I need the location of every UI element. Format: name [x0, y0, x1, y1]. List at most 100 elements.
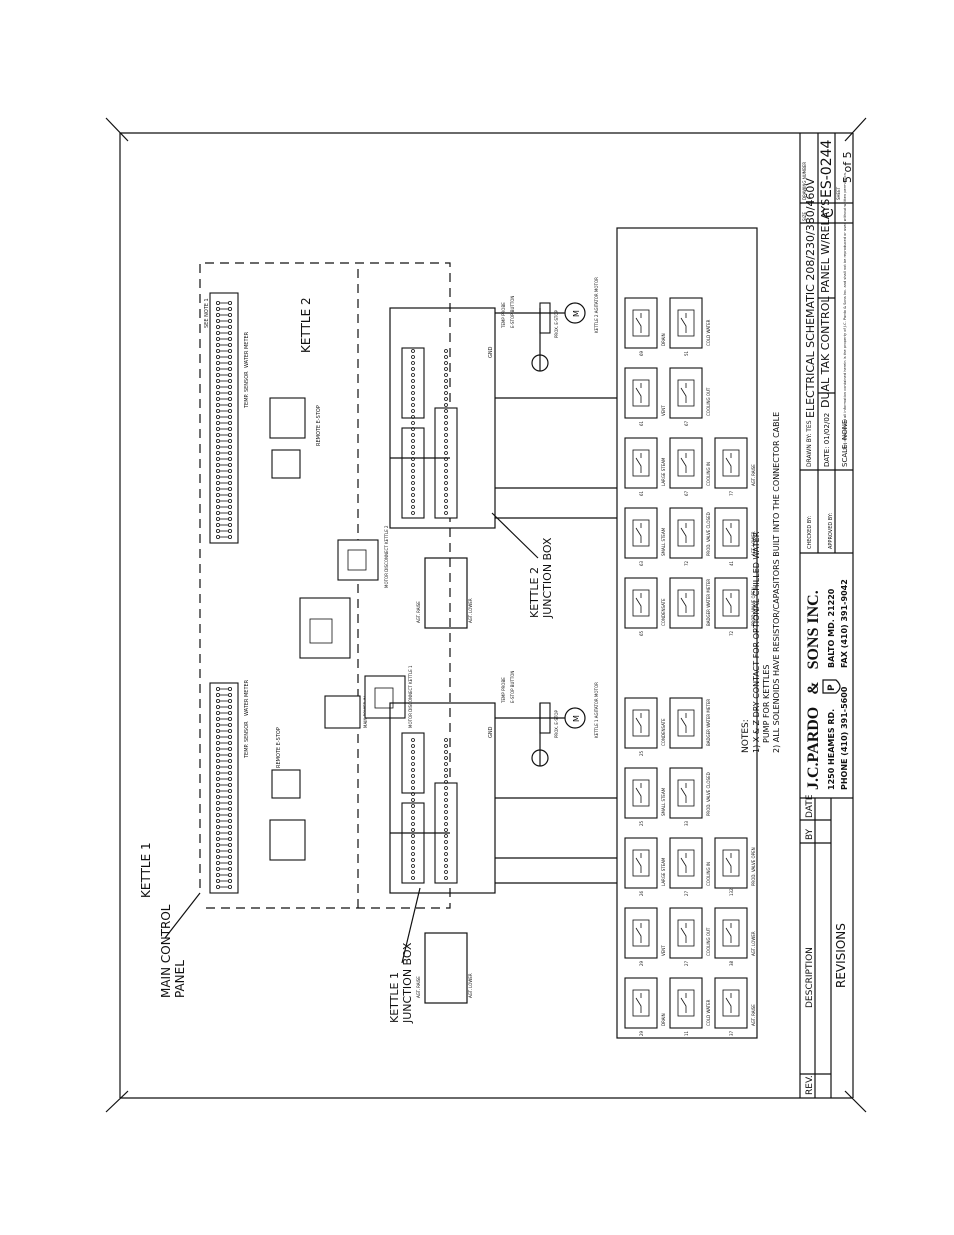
svg-text:AGT. LOWER: AGT. LOWER [468, 598, 473, 623]
terminal [228, 420, 233, 425]
terminal [228, 426, 233, 431]
kettle-1-junction-box: GND [389, 702, 496, 894]
terminal [411, 762, 415, 766]
relay-label: COLD WATER [706, 999, 711, 1026]
terminal [444, 439, 448, 443]
terminal [411, 852, 415, 856]
relay-label: CONDENSATE [661, 598, 666, 626]
terminal [228, 438, 233, 443]
terminal [411, 403, 415, 407]
motor-disconnect-k2: MOTOR DISCONNECT KETTLE 2 [337, 525, 389, 588]
terminal [411, 433, 415, 437]
terminal [444, 816, 448, 820]
terminal [216, 711, 221, 716]
terminal [228, 480, 233, 485]
terminal [216, 879, 221, 884]
relay-label: AGT. RAISE [751, 464, 756, 486]
terminal [216, 717, 221, 722]
terminal [411, 421, 415, 425]
terminal [228, 366, 233, 371]
svg-text:REMOTE E-STOP: REMOTE E-STOP [276, 727, 282, 768]
terminal [444, 391, 448, 395]
svg-text:MOTOR DISCONNECT KETTLE 2: MOTOR DISCONNECT KETTLE 2 [384, 525, 389, 588]
terminal [411, 798, 415, 802]
terminal [444, 828, 448, 832]
temp-sensor-label-k1: TEMP. SENSOR [244, 721, 250, 759]
agt-box-k2: AGT. RAISE AGT. LOWER [416, 557, 473, 629]
terminal [411, 738, 415, 742]
relay-label: DRAIN [661, 333, 666, 346]
terminal [228, 723, 233, 728]
relay-label: PROD. VALVE OPEN [751, 847, 756, 886]
terminal [411, 439, 415, 443]
terminal [228, 885, 233, 890]
kettle-2-devices: TEMP PROBE E-STOP BUTTON PROX. E-STOP M … [501, 277, 599, 372]
date-heading: DATE [805, 794, 815, 818]
relay-label: COOLING OUT [706, 927, 711, 956]
relay-label: DRAIN [661, 1013, 666, 1026]
svg-text:REMOTE E-STOP: REMOTE E-STOP [316, 405, 322, 446]
relay-label: COOLING IN [706, 862, 711, 886]
terminal [444, 355, 448, 359]
terminal [228, 711, 233, 716]
terminal [216, 372, 221, 377]
terminal [411, 876, 415, 880]
terminal [228, 753, 233, 758]
terminal [228, 522, 233, 527]
terminal [228, 693, 233, 698]
terminal [411, 397, 415, 401]
motor-disconnect-main [299, 597, 351, 659]
svg-text:TEMP PROBE: TEMP PROBE [501, 302, 506, 329]
terminal [216, 384, 221, 389]
terminal [216, 885, 221, 890]
terminal [411, 349, 415, 353]
terminal [411, 367, 415, 371]
terminal [216, 843, 221, 848]
terminal [444, 750, 448, 754]
checked-by: CHECKED BY: [807, 516, 813, 549]
relay-number: 69 [639, 350, 644, 356]
terminal [228, 873, 233, 878]
terminal [444, 852, 448, 856]
drawing-title-line-2: DUAL TAK CONTROL PANEL W/RELAYS [819, 199, 832, 408]
terminal [216, 462, 221, 467]
jbox-1-label-1: KETTLE 1 [388, 972, 401, 1023]
terminal [216, 867, 221, 872]
terminal [216, 693, 221, 698]
kettle-1-label: KETTLE 1 [139, 842, 153, 898]
terminal [444, 822, 448, 826]
terminal [411, 834, 415, 838]
terminal [444, 469, 448, 473]
description-heading: DESCRIPTION [805, 947, 815, 1008]
terminal [228, 843, 233, 848]
terminal [228, 807, 233, 812]
terminal [228, 414, 233, 419]
terminal [216, 699, 221, 704]
terminal [444, 810, 448, 814]
terminal [216, 510, 221, 515]
relay-number: 67 [684, 420, 689, 426]
terminal [444, 487, 448, 491]
terminal [444, 840, 448, 844]
terminal [216, 438, 221, 443]
terminal [444, 744, 448, 748]
terminal [444, 481, 448, 485]
terminal [216, 855, 221, 860]
terminal [444, 409, 448, 413]
terminal [228, 819, 233, 824]
terminal [228, 735, 233, 740]
terminal [444, 427, 448, 431]
terminal [228, 741, 233, 746]
terminal [216, 723, 221, 728]
svg-text:P: P [827, 684, 837, 691]
main-power-in: MAIN POWER IN [324, 695, 368, 729]
terminal [444, 870, 448, 874]
company-logo: P [822, 679, 841, 694]
terminal [228, 729, 233, 734]
terminal [228, 354, 233, 359]
relay-number: 41 [729, 560, 734, 566]
terminal [411, 786, 415, 790]
